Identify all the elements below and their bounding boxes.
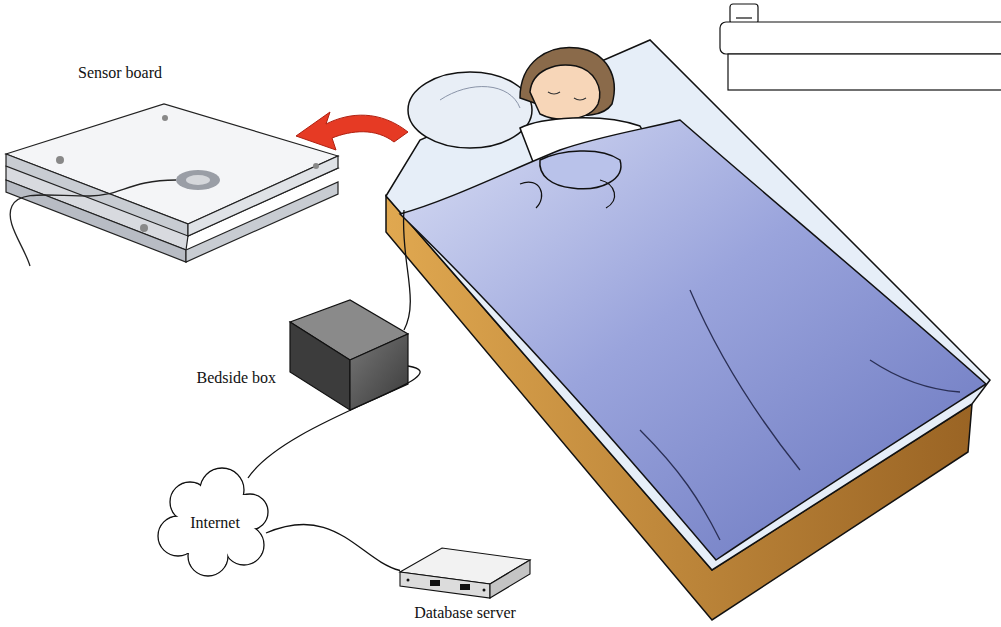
database-server: Database server: [400, 548, 530, 598]
cable: [266, 524, 400, 570]
node-label: Internet: [190, 514, 240, 532]
node-label: Database server: [414, 604, 516, 622]
placement-arrow: [296, 112, 408, 150]
database-server: [400, 548, 530, 598]
sensor-board: [6, 104, 338, 266]
node-label: Bedside box: [196, 369, 276, 387]
bedside-box: [290, 300, 408, 410]
internet-cloud: [158, 468, 268, 576]
bedside-box: Bedside box: [290, 300, 408, 410]
bed-icon: [720, 4, 1001, 90]
internet-cloud: Internet: [160, 470, 270, 576]
bed: [386, 40, 990, 620]
node-label: Sensor board: [78, 64, 162, 82]
sensor-board: Sensor board: [6, 104, 338, 262]
